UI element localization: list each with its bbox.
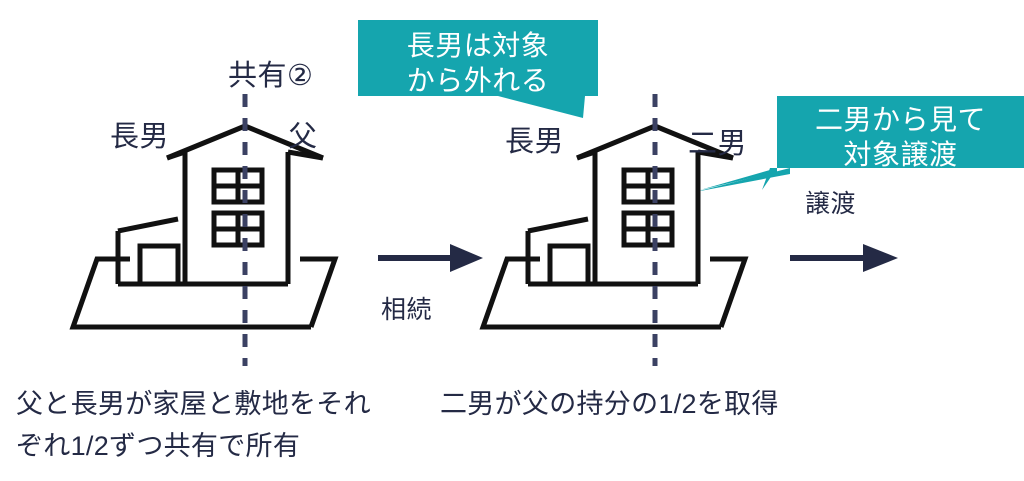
door-after [547,243,591,284]
house-group-before [69,123,339,330]
callout-second-son-transfer-shape [695,96,1024,192]
callout-eldest-son-excluded-shape [358,20,598,118]
land-outline-right-after [710,256,749,328]
left-eave-before [166,149,186,161]
window-upper-after [621,167,675,205]
callout-eldest-son-excluded-label: 長男は対象 から外れる [406,30,550,97]
right-eave-after [697,149,734,161]
caption-before: 父と長男が家屋と敷地をそれ ぞれ1/2ずつ共有で所有 [16,389,371,461]
arrow-transfer-shape [790,244,898,272]
door-before [137,243,181,284]
land-outline-left-before [69,256,311,330]
land-outline-left-after [479,256,721,330]
window-lower-before [211,210,265,248]
window-lower-after [621,210,675,248]
arrow-inheritance-label: 相続 [381,296,433,324]
land-outline-right-before [300,256,339,328]
annex-roof-before [117,216,179,234]
right-eave-before [287,149,324,161]
arrow-inheritance-shape [378,244,483,272]
window-upper-before [211,167,265,205]
person-label-before-right: 父 [288,121,318,153]
annex-roof-after [527,216,589,234]
person-label-before-left: 長男 [110,121,170,153]
left-eave-after [576,149,596,161]
house-group-after [479,123,749,330]
arrow-transfer-label: 譲渡 [805,190,857,218]
caption-after: 二男が父の持分の1/2を取得 [440,389,779,419]
callout-second-son-transfer-label: 二男から見て 対象譲渡 [814,104,986,171]
person-label-after-left: 長男 [505,126,565,158]
person-label-after-right: 二男 [688,128,748,160]
share-label-before: 共有② [228,60,314,92]
